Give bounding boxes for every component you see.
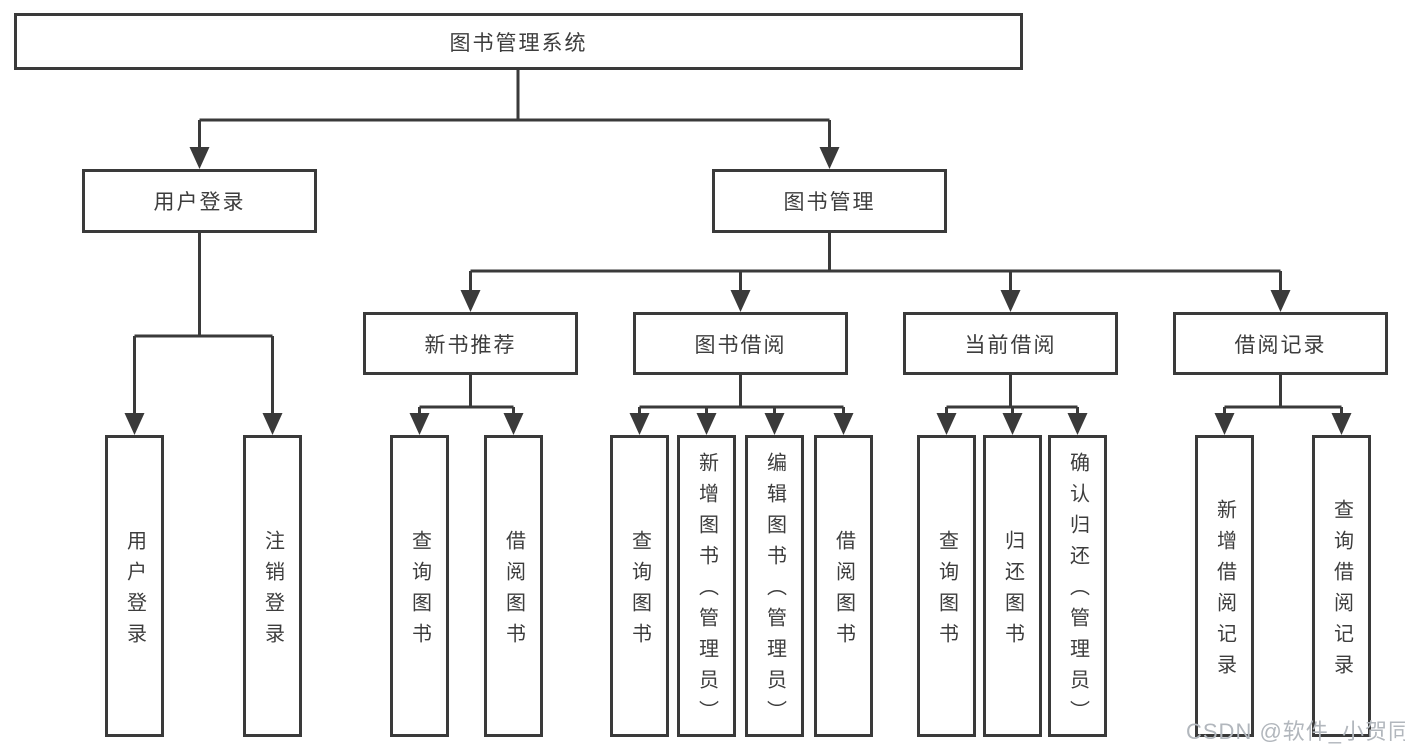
leaf-query-borrow-record: 查询借阅记录 <box>1312 435 1371 737</box>
node-root-system: 图书管理系统 <box>14 13 1023 70</box>
leaf-query-books-recommend-label: 查询图书 <box>408 529 431 654</box>
node-book-borrowing: 图书借阅 <box>633 312 848 375</box>
leaf-query-books-borrowing-label: 查询图书 <box>628 529 651 654</box>
csdn-watermark: CSDN @软件_小贺同学 <box>1186 719 1405 744</box>
leaf-logout-label: 注销登录 <box>261 529 284 654</box>
node-current-borrowing-label: 当前借阅 <box>964 333 1057 357</box>
leaf-add-borrow-record-label: 新增借阅记录 <box>1213 498 1236 685</box>
leaf-return-book: 归还图书 <box>983 435 1042 737</box>
leaf-query-books-recommend: 查询图书 <box>390 435 449 737</box>
node-current-borrowing: 当前借阅 <box>903 312 1118 375</box>
leaf-add-borrow-record: 新增借阅记录 <box>1195 435 1254 737</box>
node-book-management-branch-label: 图书管理 <box>783 191 876 214</box>
leaf-query-books-borrowing: 查询图书 <box>610 435 669 737</box>
leaf-user-login-label: 用户登录 <box>123 529 146 654</box>
node-new-book-recommend-label: 新书推荐 <box>424 333 517 357</box>
node-user-login-branch-label: 用户登录 <box>153 191 246 214</box>
node-root-label: 图书管理系统 <box>449 31 588 55</box>
leaf-query-books-current-label: 查询图书 <box>935 529 958 654</box>
arrowheads <box>124 147 1352 435</box>
leaf-borrow-books-recommend: 借阅图书 <box>484 435 543 737</box>
leaf-confirm-return-admin: 确认归还（管理员） <box>1048 435 1107 737</box>
node-borrowing-records: 借阅记录 <box>1173 312 1388 375</box>
leaf-borrow-books-borrowing: 借阅图书 <box>814 435 873 737</box>
leaf-logout: 注销登录 <box>243 435 302 737</box>
leaf-borrow-books-recommend-label: 借阅图书 <box>502 529 525 654</box>
node-book-borrowing-label: 图书借阅 <box>694 333 787 357</box>
leaf-edit-book-admin-label: 编辑图书（管理员） <box>763 452 786 731</box>
leaf-edit-book-admin: 编辑图书（管理员） <box>745 435 804 737</box>
leaf-user-login: 用户登录 <box>105 435 164 737</box>
leaf-query-books-current: 查询图书 <box>917 435 976 737</box>
node-borrowing-records-label: 借阅记录 <box>1234 333 1327 357</box>
leaf-add-book-admin-label: 新增图书（管理员） <box>695 452 718 731</box>
leaf-return-book-label: 归还图书 <box>1001 529 1024 654</box>
leaf-borrow-books-borrowing-label: 借阅图书 <box>832 529 855 654</box>
leaf-query-borrow-record-label: 查询借阅记录 <box>1330 498 1353 685</box>
node-book-management-branch: 图书管理 <box>712 169 947 233</box>
node-new-book-recommend: 新书推荐 <box>363 312 578 375</box>
leaf-add-book-admin: 新增图书（管理员） <box>677 435 736 737</box>
node-user-login-branch: 用户登录 <box>82 169 317 233</box>
leaf-confirm-return-admin-label: 确认归还（管理员） <box>1066 452 1089 731</box>
